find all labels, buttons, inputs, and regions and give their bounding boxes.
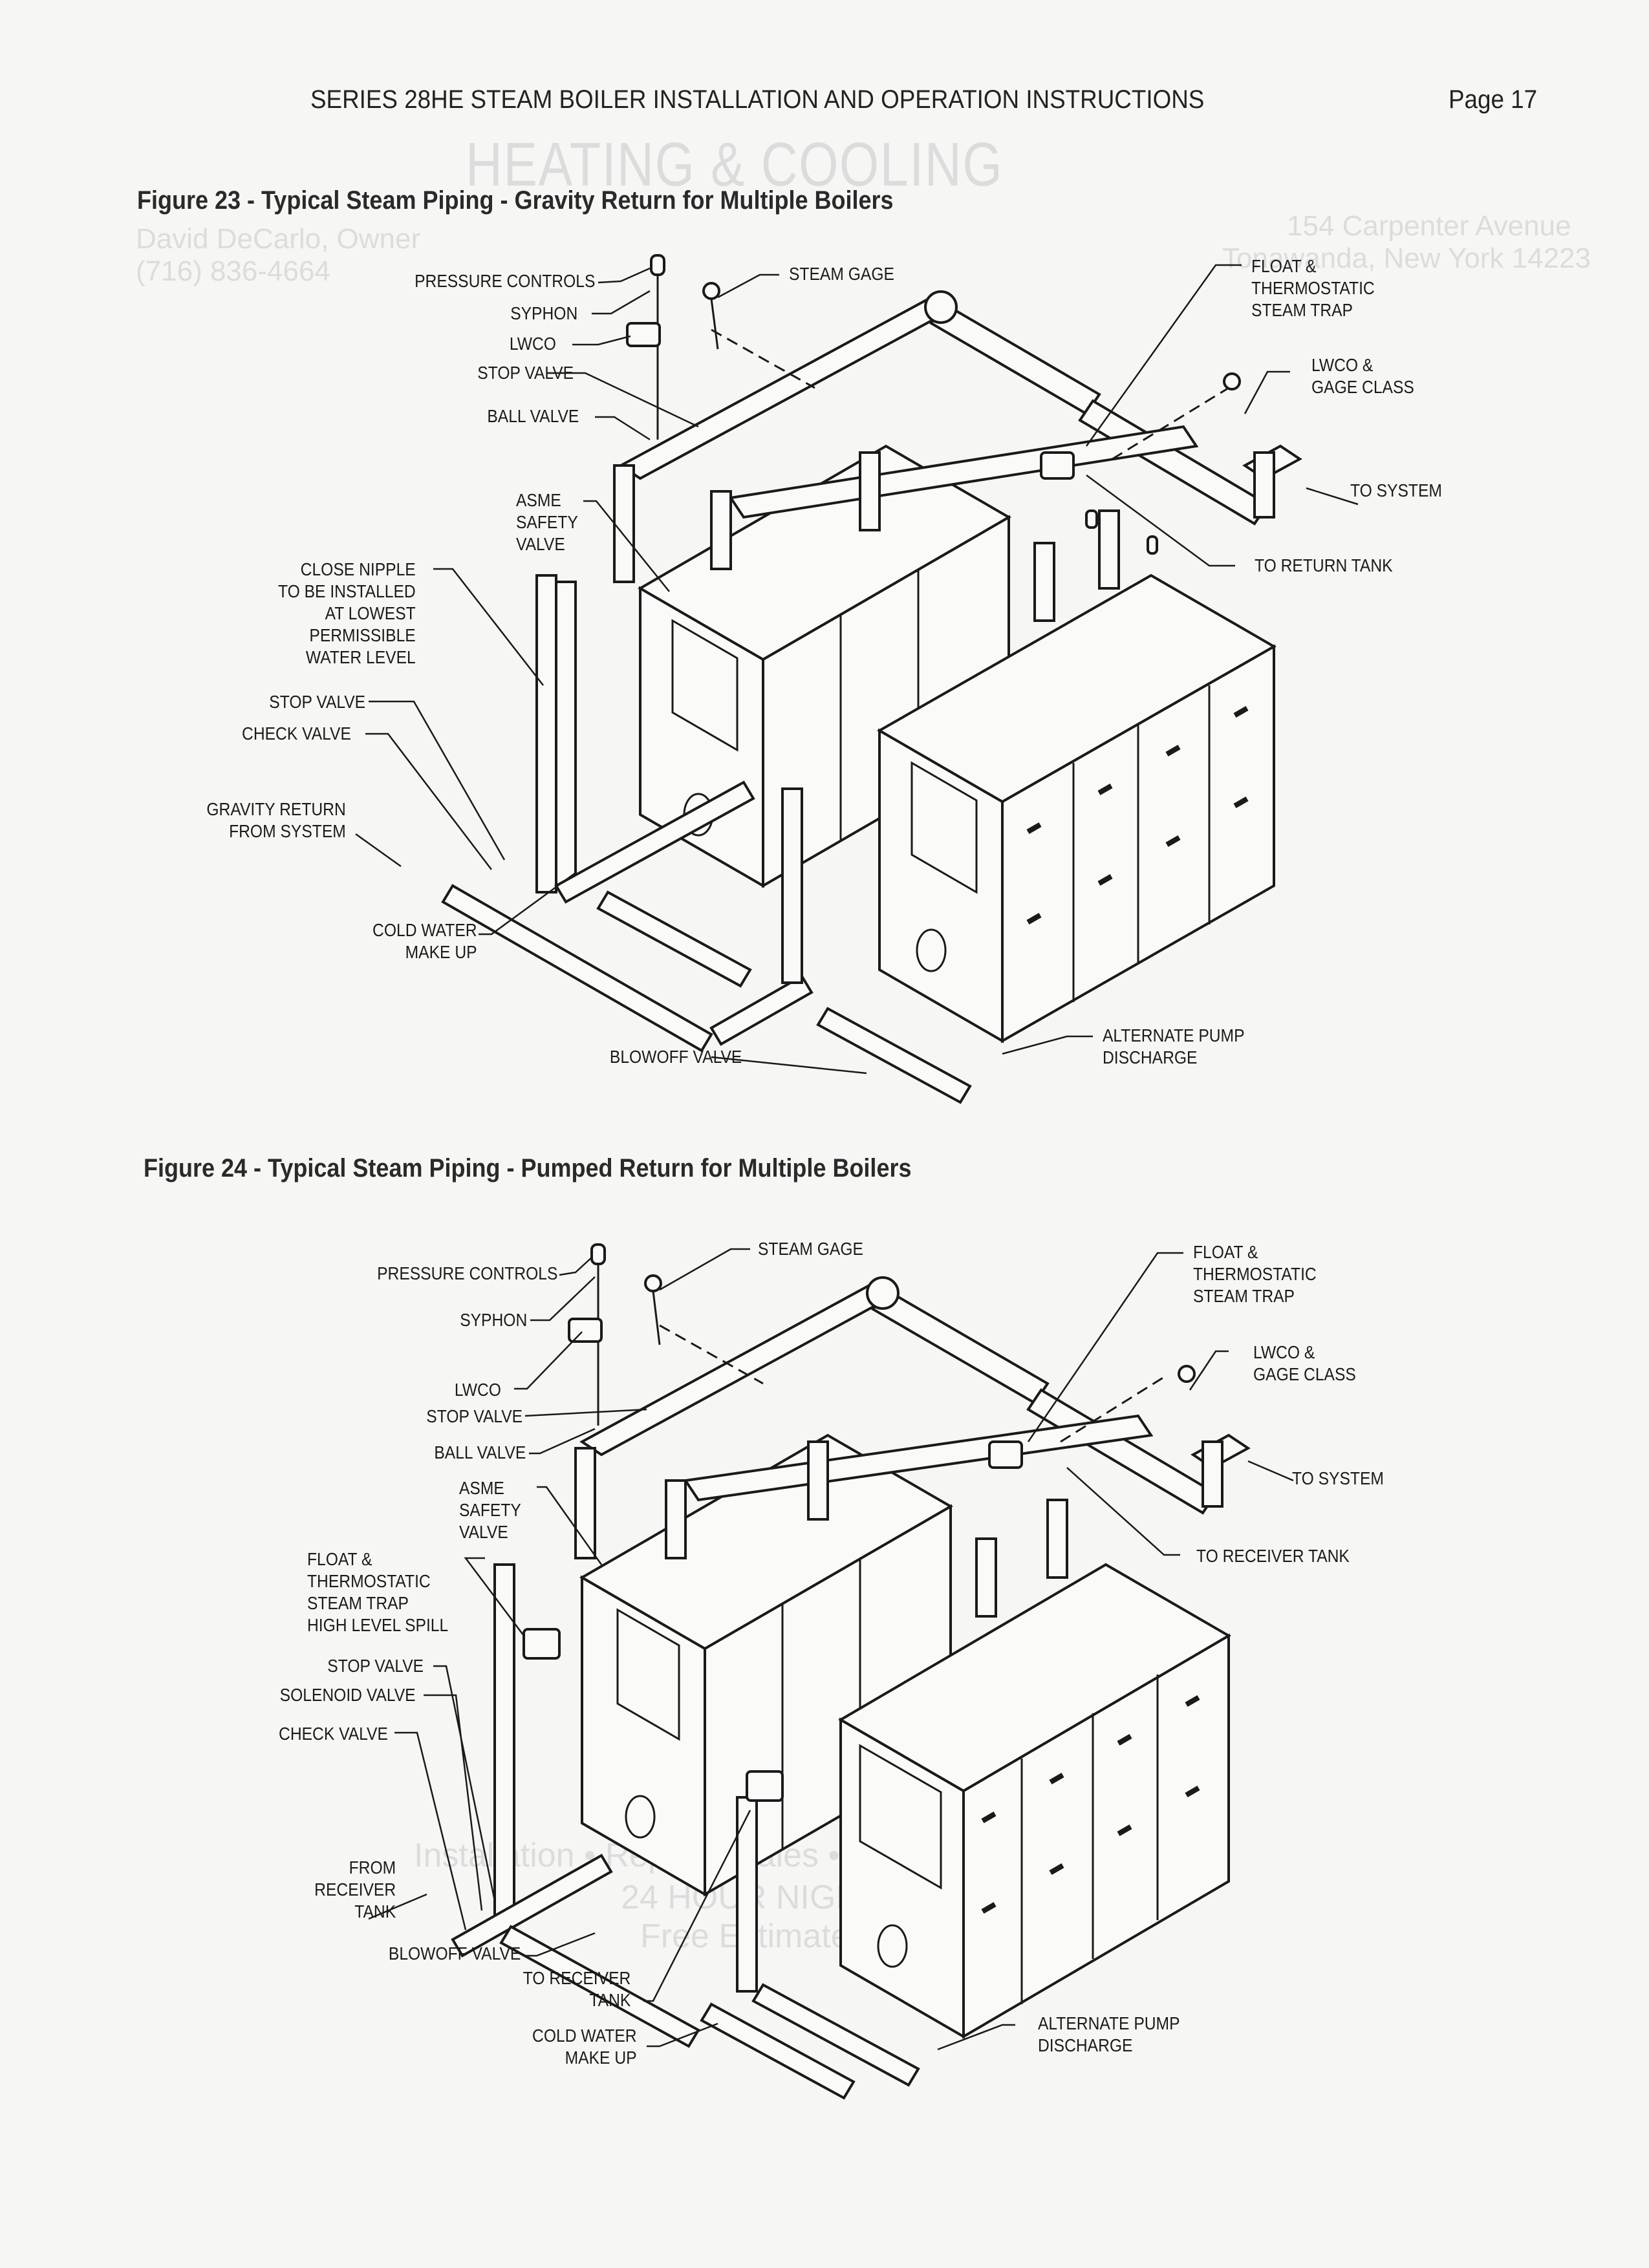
figure-23-title: Figure 23 - Typical Steam Piping - Gravi… bbox=[137, 186, 894, 215]
label-asme-safety-valve-24: ASME SAFETY VALVE bbox=[459, 1478, 521, 1542]
label-from-receiver-tank-24: FROM RECEIVER TANK bbox=[314, 1857, 396, 1921]
label-to-receiver-tank-top-24: TO RECEIVER TANK bbox=[1196, 1546, 1350, 1566]
label-stop-valve-bottom-23: STOP VALVE bbox=[269, 692, 365, 712]
boiler-front-fig24 bbox=[838, 1563, 1231, 2039]
control-tree-fig24 bbox=[568, 1243, 1196, 1469]
label-alternate-pump-discharge-24: ALTERNATE PUMP DISCHARGE bbox=[1038, 2013, 1180, 2055]
label-to-system-24: TO SYSTEM bbox=[1292, 1468, 1384, 1488]
label-blowoff-valve-24: BLOWOFF VALVE bbox=[388, 1943, 521, 1963]
figure-24-title: Figure 24 - Typical Steam Piping - Pumpe… bbox=[144, 1154, 912, 1182]
label-check-valve-23: CHECK VALVE bbox=[242, 723, 351, 744]
label-steam-gage-24: STEAM GAGE bbox=[758, 1239, 863, 1259]
label-solenoid-valve-24: SOLENOID VALVE bbox=[280, 1685, 416, 1705]
figure-23-illustration bbox=[355, 254, 1359, 1104]
label-to-system-23: TO SYSTEM bbox=[1350, 480, 1442, 500]
label-pressure-controls-23: PRESSURE CONTROLS bbox=[414, 271, 595, 291]
label-syphon-23: SYPHON bbox=[510, 303, 577, 323]
boiler-front bbox=[876, 573, 1277, 1043]
label-ball-valve-23: BALL VALVE bbox=[487, 406, 579, 426]
label-lwco-23: LWCO bbox=[509, 334, 556, 354]
label-ft-steam-trap-23: FLOAT & THERMOSTATIC STEAM TRAP bbox=[1251, 256, 1375, 320]
label-lwco-24: LWCO bbox=[454, 1380, 501, 1400]
figure-23-leaders bbox=[355, 264, 1359, 1075]
label-lwco-gage-class-23: LWCO & GAGE CLASS bbox=[1311, 355, 1414, 397]
control-tree bbox=[626, 254, 1241, 555]
label-ft-steam-trap-24: FLOAT & THERMOSTATIC STEAM TRAP bbox=[1193, 1242, 1317, 1306]
label-ball-valve-24: BALL VALVE bbox=[434, 1442, 526, 1462]
page-number: Page 17 bbox=[1449, 85, 1538, 114]
label-stop-valve-top-24: STOP VALVE bbox=[426, 1406, 523, 1426]
label-gravity-return-23: GRAVITY RETURN FROM SYSTEM bbox=[206, 799, 346, 841]
steam-header-fig24 bbox=[574, 1276, 1251, 1618]
label-pressure-controls-24: PRESSURE CONTROLS bbox=[376, 1263, 557, 1283]
label-lwco-gage-class-24: LWCO & GAGE CLASS bbox=[1253, 1342, 1356, 1384]
label-blowoff-valve-23: BLOWOFF VALVE bbox=[609, 1047, 742, 1067]
label-alternate-pump-discharge-23: ALTERNATE PUMP DISCHARGE bbox=[1103, 1025, 1245, 1067]
label-to-return-tank-23: TO RETURN TANK bbox=[1255, 555, 1393, 575]
label-close-nipple-23: CLOSE NIPPLE TO BE INSTALLED AT LOWEST P… bbox=[278, 559, 416, 667]
label-check-valve-24: CHECK VALVE bbox=[279, 1724, 388, 1744]
document-header-title: SERIES 28HE STEAM BOILER INSTALLATION AN… bbox=[310, 85, 1205, 114]
label-ft-high-level-spill-24: FLOAT & THERMOSTATIC STEAM TRAP HIGH LEV… bbox=[307, 1549, 449, 1635]
steam-header bbox=[613, 290, 1302, 622]
return-piping-fig24 bbox=[451, 1563, 920, 2100]
figure-24-illustration bbox=[368, 1243, 1294, 2100]
label-steam-gage-23: STEAM GAGE bbox=[789, 264, 894, 284]
label-cold-water-make-up-24: COLD WATER MAKE UP bbox=[532, 2026, 637, 2068]
label-syphon-24: SYPHON bbox=[459, 1310, 527, 1330]
figure-24-leaders bbox=[368, 1248, 1294, 2051]
label-to-receiver-tank-bottom-24: TO RECEIVER TANK bbox=[523, 1968, 630, 2010]
return-piping bbox=[441, 574, 972, 1104]
label-asme-safety-valve-23: ASME SAFETY VALVE bbox=[516, 490, 578, 554]
label-stop-valve-top-23: STOP VALVE bbox=[477, 363, 574, 383]
label-cold-water-make-up-23: COLD WATER MAKE UP bbox=[372, 920, 477, 962]
label-stop-valve-bottom-24: STOP VALVE bbox=[327, 1656, 424, 1676]
